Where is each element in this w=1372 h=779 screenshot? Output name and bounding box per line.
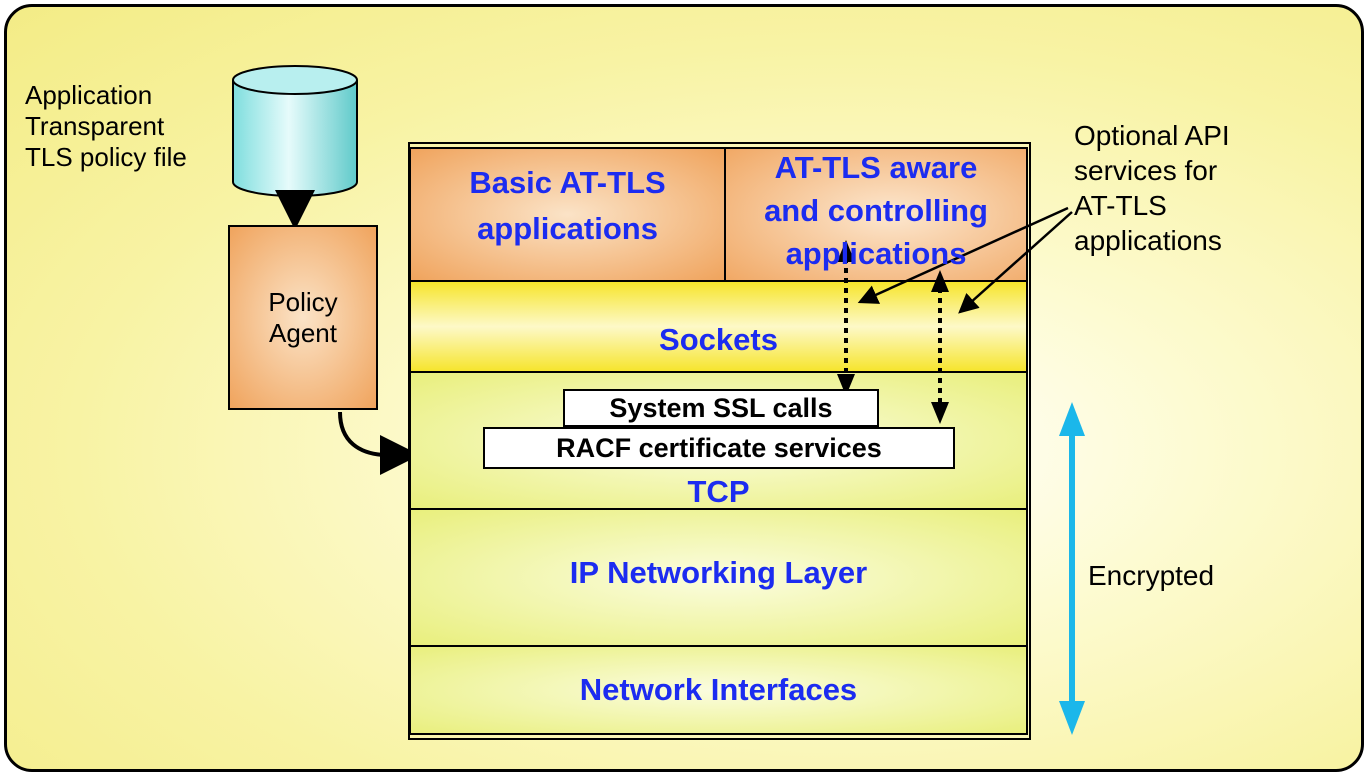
ip-layer <box>409 508 1028 647</box>
racf-box: RACF certificate services <box>483 427 955 469</box>
api-pointer-1 <box>857 206 1069 304</box>
policy-agent-box <box>228 225 378 410</box>
aware-apps-label: AT-TLS aware and controlling application… <box>764 150 988 271</box>
sockets-label: Sockets <box>659 322 778 357</box>
network-interfaces-label: Network Interfaces <box>579 672 858 707</box>
ip-layer-label: IP Networking Layer <box>569 555 868 590</box>
policy-file-cylinder <box>232 65 358 197</box>
encrypted-arrow <box>1059 402 1085 735</box>
policy-file-label: Application Transparent TLS policy file <box>25 80 187 172</box>
api-note-label: Optional API services for AT-TLS applica… <box>1074 120 1230 256</box>
agent-to-tcp-arrow <box>338 411 420 475</box>
policy-agent-label: Policy Agent <box>268 287 338 348</box>
encrypted-label: Encrypted <box>1088 560 1215 591</box>
api-arrow-1 <box>837 240 855 396</box>
system-ssl-box: System SSL calls <box>563 389 879 427</box>
api-pointer-2 <box>958 211 1073 314</box>
tcp-label: TCP <box>687 474 750 509</box>
basic-apps-label: Basic AT-TLS applications <box>469 165 666 246</box>
network-interfaces-layer <box>409 645 1028 735</box>
api-arrow-2 <box>931 270 949 424</box>
